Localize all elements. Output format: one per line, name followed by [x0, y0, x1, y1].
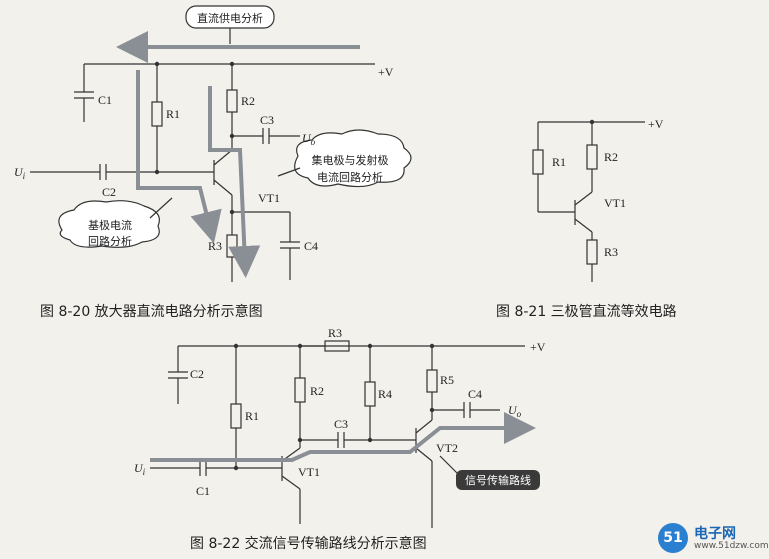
- fig20-c2: C2: [102, 185, 116, 199]
- fig21-r3-resistor: [586, 239, 598, 265]
- fig20-c1: C1: [98, 93, 112, 107]
- fig20-vt1: VT1: [258, 191, 280, 205]
- bubble-base-current: 基极电流 回路分析: [58, 197, 173, 248]
- fig20-c3: C3: [260, 113, 274, 127]
- fig22-c2: C2: [190, 367, 204, 381]
- fig-8-20-flow-arrows: [116, 31, 360, 278]
- bubble-left-line1: 基极电流: [88, 218, 132, 232]
- site-url: www.51dzw.com: [694, 541, 769, 551]
- fig22-caption: 图 8-22 交流信号传输路线分析示意图: [190, 535, 427, 552]
- fig22-r5-resistor: [426, 369, 438, 393]
- fig21-r1: R1: [552, 155, 566, 169]
- bubble-top-text: 直流供电分析: [197, 11, 263, 25]
- r1-resistor: [151, 101, 163, 127]
- bubble-left-line2: 回路分析: [88, 234, 132, 248]
- fig20-r2: R2: [241, 94, 255, 108]
- fig-8-22-junctions: [233, 343, 435, 471]
- fig20-uo: Uo: [302, 131, 316, 147]
- fig22-r4: R4: [378, 387, 392, 401]
- fig20-c4: C4: [304, 239, 318, 253]
- fig22-r3: R3: [328, 326, 342, 340]
- fig22-r2: R2: [310, 384, 324, 398]
- fig20-caption: 图 8-20 放大器直流电路分析示意图: [40, 303, 263, 320]
- bubble-right-line1: 集电极与发射极: [312, 153, 389, 167]
- fig22-r3-resistor: [324, 340, 350, 352]
- r2-resistor: [226, 89, 238, 113]
- fig-8-22: [150, 340, 525, 528]
- fig22-vt1: VT1: [298, 465, 320, 479]
- fig22-r1: R1: [245, 409, 259, 423]
- fig20-r3: R3: [208, 239, 222, 253]
- fig-8-20-junctions: [154, 61, 235, 215]
- fig20-vplus: +V: [378, 65, 394, 79]
- fig22-c3: C3: [334, 417, 348, 431]
- fig22-c4: C4: [468, 387, 482, 401]
- bubble-signal-path: 信号传输路线: [439, 455, 540, 490]
- fig21-r3: R3: [604, 245, 618, 259]
- fig21-r1-resistor: [532, 149, 544, 175]
- fig21-caption: 图 8-21 三极管直流等效电路: [496, 303, 677, 320]
- fig22-r5: R5: [440, 373, 454, 387]
- fig20-r1: R1: [166, 107, 180, 121]
- fig22-vt2: VT2: [436, 441, 458, 455]
- fig22-r2-resistor: [294, 377, 306, 403]
- r3-resistor: [226, 234, 238, 258]
- fig22-r4-resistor: [364, 381, 376, 407]
- fig22-r1-resistor: [230, 403, 242, 429]
- fig22-uo: Uo: [508, 403, 522, 419]
- bubble-collector-emitter: 集电极与发射极 电流回路分析: [277, 129, 412, 188]
- fig-8-21: [532, 121, 645, 282]
- signal-path-arrow: [150, 412, 536, 462]
- site-name: 电子网: [694, 526, 736, 542]
- fig21-r2: R2: [604, 150, 618, 164]
- fig21-r2-resistor: [586, 144, 598, 170]
- fig22-c1: C1: [196, 484, 210, 498]
- fig21-vt1: VT1: [604, 196, 626, 210]
- fig20-ui: Ui: [14, 165, 26, 181]
- site-watermark: 51 电子网 www.51dzw.com: [654, 521, 769, 555]
- site-logo-icon: 51: [658, 523, 688, 553]
- fig22-vplus: +V: [530, 340, 546, 354]
- fig22-ui: Ui: [134, 461, 146, 477]
- fig21-vplus: +V: [648, 117, 664, 131]
- bubble-signal-text: 信号传输路线: [465, 473, 531, 487]
- bubble-dc-supply: 直流供电分析: [185, 5, 275, 44]
- bubble-right-line2: 电流回路分析: [317, 170, 383, 184]
